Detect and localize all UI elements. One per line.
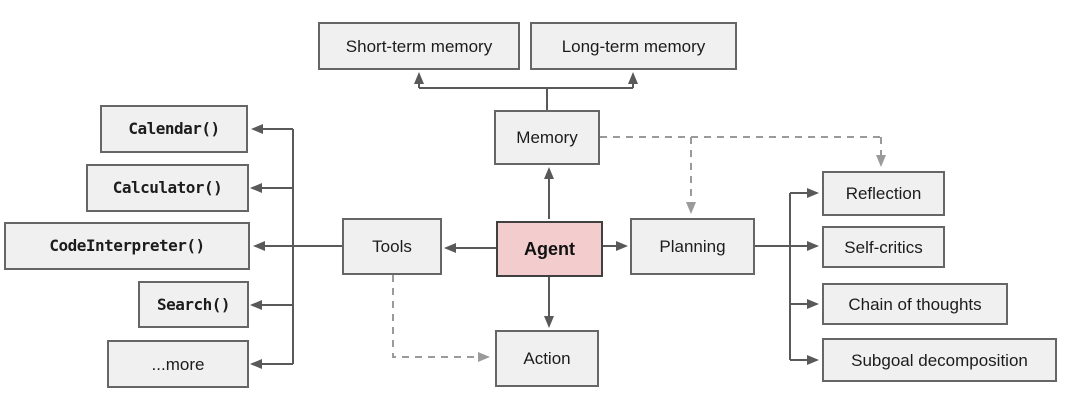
node-reflection: Reflection (822, 171, 945, 216)
node-long-term-memory: Long-term memory (530, 22, 737, 70)
node-self-critics: Self-critics (822, 226, 945, 268)
node-search: Search() (138, 281, 249, 328)
edge-tools-action-dashed (392, 275, 490, 362)
node-more: ...more (107, 340, 249, 388)
node-calendar: Calendar() (100, 105, 248, 153)
node-code-interpreter: CodeInterpreter() (4, 222, 250, 270)
node-planning: Planning (630, 218, 755, 275)
node-memory: Memory (494, 110, 600, 165)
node-agent: Agent (496, 221, 603, 277)
node-action: Action (495, 330, 599, 387)
node-chain-of-thoughts: Chain of thoughts (822, 283, 1008, 325)
node-short-term-memory: Short-term memory (318, 22, 520, 70)
node-subgoal-decomposition: Subgoal decomposition (822, 338, 1057, 382)
node-tools: Tools (342, 218, 442, 275)
node-calculator: Calculator() (86, 164, 249, 212)
